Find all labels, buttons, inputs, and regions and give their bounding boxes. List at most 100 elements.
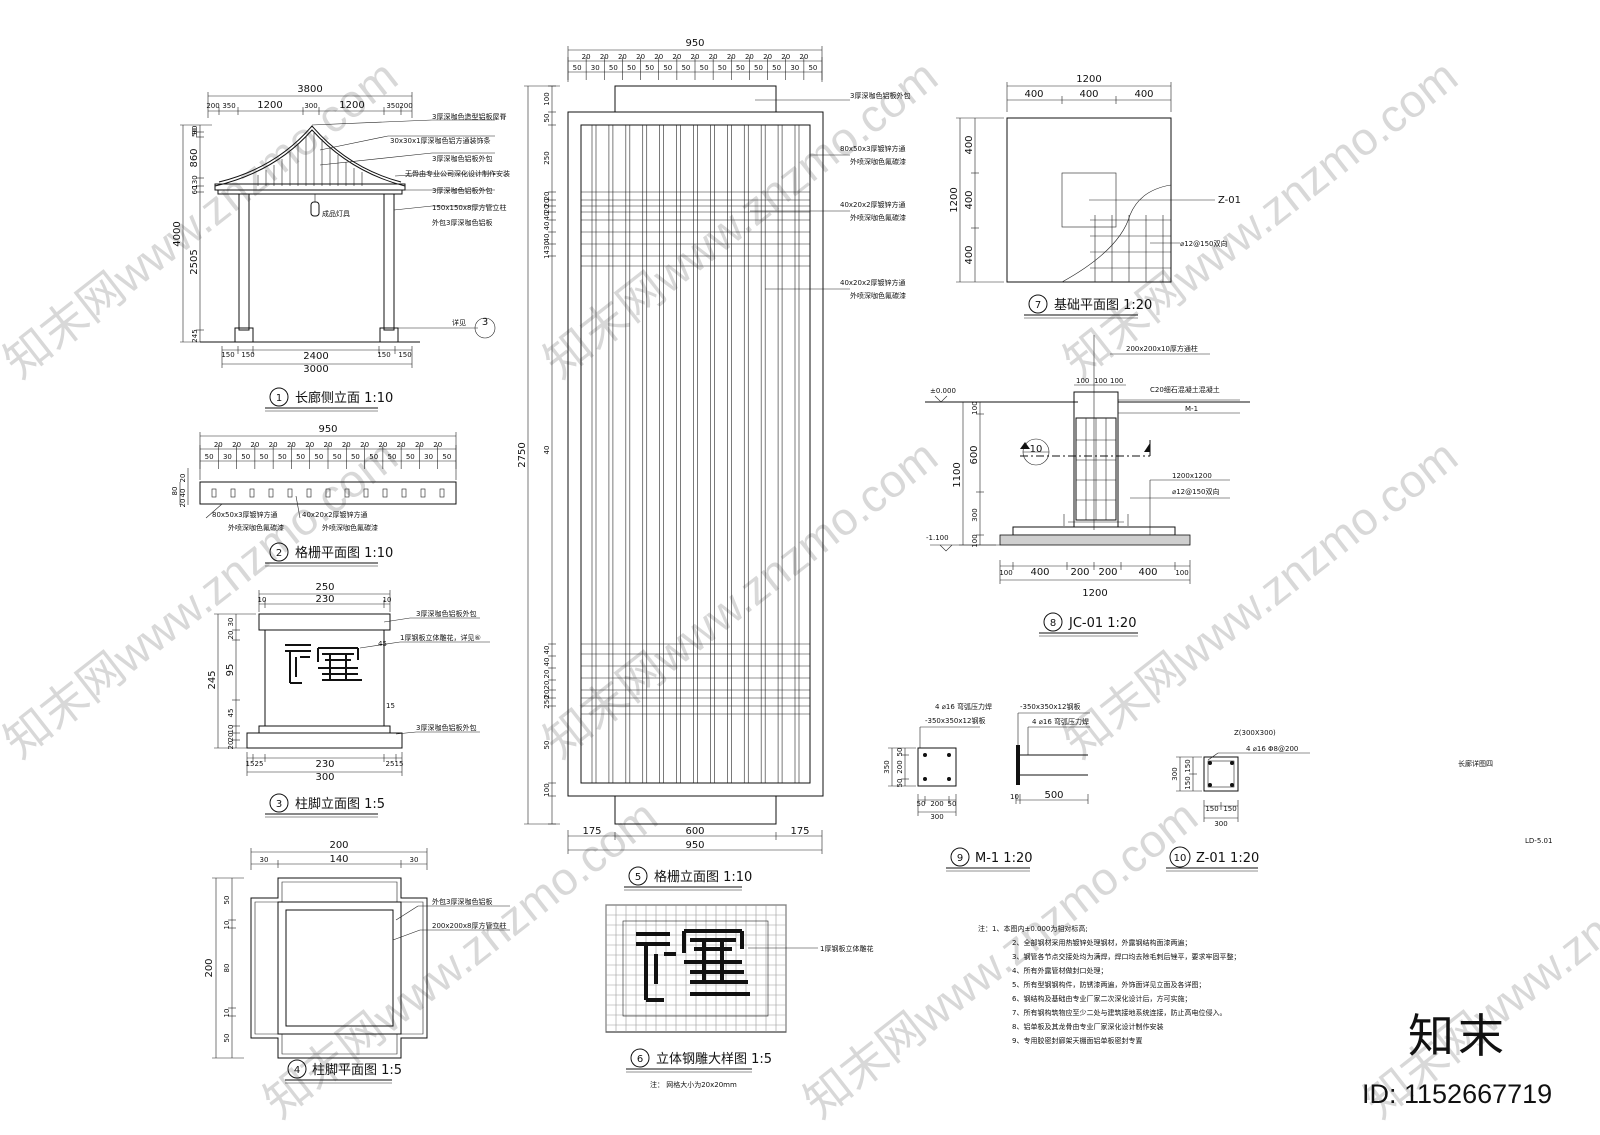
- v5-left-dim: 40: [543, 658, 551, 667]
- v5-left-dim: 20: [543, 199, 551, 208]
- v10-title-num: 10: [1174, 853, 1187, 864]
- v1-dim-top-2: 1200: [257, 100, 282, 111]
- v8-label-6: -1.100: [926, 534, 949, 542]
- v6-sub: 注： 网格大小为20x20mm: [650, 1080, 737, 1089]
- v5-dim-b: 50: [754, 64, 763, 72]
- v8-dim-left-1: 600: [969, 445, 980, 464]
- v9-dim-bar-1: 500: [1044, 790, 1063, 801]
- v5-dim-a: 20: [763, 53, 772, 61]
- v10-dim-bot-1: 150: [1223, 805, 1236, 813]
- v6-grid: [605, 904, 787, 1032]
- view-10-column-section: Z(300X300) 4 ⌀16 Φ8@200 300 150 150 150 …: [1166, 729, 1310, 872]
- v2-slot: [211, 488, 217, 498]
- v7-label-1: ⌀12@150双向: [1180, 239, 1227, 248]
- v10-dim-left-1: 150: [1184, 759, 1192, 772]
- v2-slot: [420, 488, 426, 498]
- v4-dim-top-0: 30: [260, 856, 269, 864]
- v2-slot: [344, 488, 350, 498]
- v1-dim-left-6: 2505: [189, 249, 200, 274]
- v7-dim-left-2: 400: [964, 245, 975, 264]
- v2-slot: [287, 488, 293, 498]
- v8-dim-bot-total: 1200: [1082, 588, 1107, 599]
- v5-dim-b: 50: [573, 64, 582, 72]
- v1-dim-top-6: 200: [399, 102, 412, 110]
- v3-note-2: 3厚深咖色铝板外包: [416, 723, 476, 732]
- v5-note-3a: 40x20x2厚镀锌方通: [840, 278, 906, 287]
- v6-carving: [636, 929, 750, 1002]
- v5-left-dim: 40: [543, 222, 551, 231]
- v8-dim-bot-2: 200: [1070, 567, 1089, 578]
- v1-dim-top-1: 350: [222, 102, 235, 110]
- v5-left-dim: 250: [543, 151, 551, 164]
- v1-note-1: 30x30x1厚深咖色铝方通装饰条: [390, 136, 491, 145]
- v9-label-3: 4 ⌀16 弯弧压力焊: [1032, 717, 1089, 726]
- v2-dim-a: 20: [214, 441, 223, 449]
- v4-title-num: 4: [294, 1065, 300, 1076]
- v9-dim-left-0: 350: [883, 760, 891, 773]
- v7-dim-total: 1200: [1076, 74, 1101, 85]
- v10-label-0: Z(300X300): [1234, 729, 1276, 737]
- v3-note-1: 1厚钢板立体雕花，详见⑥: [400, 633, 481, 642]
- v3-side-dim-0: 45: [378, 640, 387, 648]
- v5-dim-b: 50: [736, 64, 745, 72]
- v4-dim-left-4: 10: [223, 1009, 231, 1018]
- v2-slot: [439, 488, 445, 498]
- v2-dim-a: 20: [360, 441, 369, 449]
- v1-title: 长廊侧立面 1:10: [295, 390, 393, 406]
- v4-note-0: 外包3厚深咖色铝板: [432, 897, 492, 906]
- v5-dim-a: 20: [727, 53, 736, 61]
- v5-note-2b: 外喷深咖色氟碳漆: [850, 213, 906, 222]
- v5-dim-b: 50: [645, 64, 654, 72]
- v3-dim-left-2: 95: [225, 664, 236, 677]
- brand-logo: 知末: [1408, 1009, 1508, 1063]
- v9-label-2: -350x350x12钢板: [1020, 702, 1080, 711]
- watermark-9: 知末网www.znzmo.com: [1354, 789, 1600, 1127]
- v3-dim-top-2: 10: [383, 596, 392, 604]
- v10-dim-left-2: 150: [1184, 776, 1192, 789]
- v3-dim-bot-4: 15: [395, 760, 404, 768]
- v1-dim-top-0: 200: [206, 102, 219, 110]
- v2-dim-a: 20: [269, 441, 278, 449]
- v2-slot: [306, 488, 312, 498]
- v3-dim-bot-3: 25: [386, 760, 395, 768]
- v5-dim-a: 20: [636, 53, 645, 61]
- notes-item-6: 8、铝单板及其龙骨由专业厂家深化设计制作安装: [1012, 1022, 1163, 1031]
- v2-grille-slots: [211, 488, 445, 498]
- notes-item-5: 7、所有钢构筑物应至少二处与建筑接地系统连接，防止高电位侵入。: [1012, 1008, 1226, 1017]
- v5-dim-a: 20: [745, 53, 754, 61]
- v5-dim-b: 50: [627, 64, 636, 72]
- v2-note-a-1: 外喷深咖色氟碳漆: [228, 523, 284, 532]
- v7-title-num: 7: [1035, 300, 1041, 311]
- v3-dim-bot-total: 300: [315, 772, 334, 783]
- v2-dim-b: 50: [296, 453, 305, 461]
- v5-left-dim: 40: [543, 646, 551, 655]
- v9-dim-left-2: 200: [896, 760, 904, 773]
- v4-dim-left-0: 50: [223, 896, 231, 905]
- v7-dim-left-0: 400: [964, 135, 975, 154]
- v1-dim-left-4: 60: [191, 186, 199, 195]
- general-notes: 注：1、本图内±0.000为相对标高; 2、全部钢材采用热镀锌处理钢材，外露钢结…: [978, 924, 1240, 1045]
- v4-dim-left-3: 80: [223, 964, 231, 973]
- v8-dim-left-2: 1100: [952, 462, 963, 487]
- v8-dim-bot-5: 100: [1175, 569, 1188, 577]
- v8-dim-left-4: 100: [971, 534, 979, 547]
- v4-title: 柱脚平面图 1:5: [312, 1062, 402, 1078]
- v8-title: JC-01 1:20: [1068, 616, 1136, 631]
- v4-dim-left-5: 50: [223, 1034, 231, 1043]
- notes-lead: 注：1、本图内±0.000为相对标高;: [978, 924, 1088, 933]
- view-4-base-plan: 200 30 140 30 50 10 200 80 10 50 外包3厚深咖色…: [204, 840, 510, 1084]
- v2-dim-a: 20: [433, 441, 442, 449]
- v5-dim-b: 50: [700, 64, 709, 72]
- v3-dim-left-0: 30: [227, 618, 235, 627]
- v5-left-dim: 40: [543, 446, 551, 455]
- v2-title-num: 2: [276, 548, 282, 559]
- v2-note-b-0: 40x20x2厚镀锌方通: [302, 510, 368, 519]
- v5-dim-a: 20: [600, 53, 609, 61]
- v5-dim-a: 20: [618, 53, 627, 61]
- v5-left-dim: 20: [543, 690, 551, 699]
- v2-dim-b: 50: [369, 453, 378, 461]
- v5-dim-a: 20: [672, 53, 681, 61]
- v3-dim-left-7: 20: [227, 741, 235, 750]
- v3-dim-bot-0: 15: [246, 760, 255, 768]
